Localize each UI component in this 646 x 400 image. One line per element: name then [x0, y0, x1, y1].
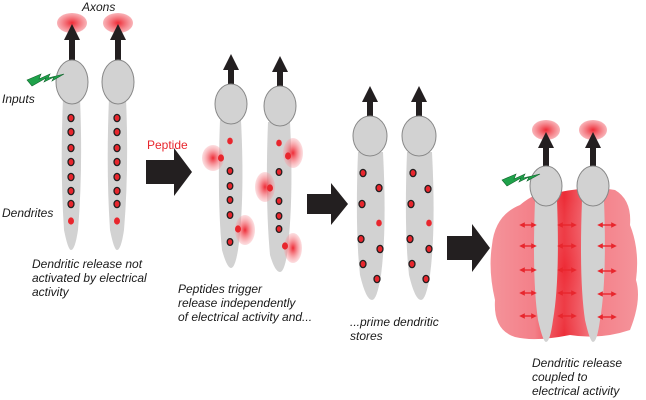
- peptide-label: Peptide: [147, 138, 188, 152]
- axon-arrow: [538, 132, 554, 170]
- lightning-icon: [26, 73, 65, 87]
- axons-label: Axons: [82, 0, 116, 14]
- stage-4: [490, 120, 638, 342]
- axon-arrow: [362, 86, 378, 124]
- stage-2: [202, 54, 303, 272]
- neuron: [101, 59, 135, 250]
- lightning-icon: [501, 173, 541, 187]
- axon-arrow: [411, 86, 427, 124]
- stage-2-caption: Peptides trigger release independently o…: [178, 282, 313, 324]
- neuron: [529, 165, 563, 342]
- vesicle-unbound: [114, 217, 120, 225]
- axon-arrow: [585, 132, 601, 170]
- axon-arrow: [110, 24, 126, 64]
- vesicles: [226, 166, 283, 247]
- vesicles: [357, 168, 433, 284]
- stage-arrow-2: [307, 183, 348, 225]
- neuron: [576, 165, 610, 342]
- stage-arrow-1: [146, 148, 192, 196]
- stage-3: [352, 86, 437, 300]
- stage-arrow-3: [447, 224, 490, 272]
- inputs-label: Inputs: [2, 92, 35, 106]
- neuron: [352, 115, 388, 300]
- axon-release-glow: [57, 13, 87, 33]
- vesicles: [67, 113, 121, 209]
- axon-arrow: [64, 24, 80, 64]
- stage-4-caption: Dendritic release coupled to electrical …: [532, 356, 623, 398]
- axon-release-glow: [103, 13, 133, 33]
- axon-release-glow: [579, 120, 607, 140]
- diffusion-arrows: [519, 222, 617, 320]
- axon-arrow: [272, 56, 288, 94]
- release-puffs: [202, 138, 303, 263]
- stage-1: [26, 13, 135, 250]
- axon-arrow: [223, 54, 239, 92]
- stage-1-caption: Dendritic release not activated by elect…: [32, 257, 147, 299]
- vesicle-unbound: [68, 217, 74, 225]
- axon-release-glow: [532, 120, 560, 140]
- neuron: [401, 115, 437, 300]
- dendrites-label: Dendrites: [2, 206, 54, 220]
- stage-3-caption: ...prime dendritic stores: [350, 315, 439, 343]
- vesicles-unbound: [376, 219, 432, 227]
- vesicles-unbound: [218, 137, 291, 250]
